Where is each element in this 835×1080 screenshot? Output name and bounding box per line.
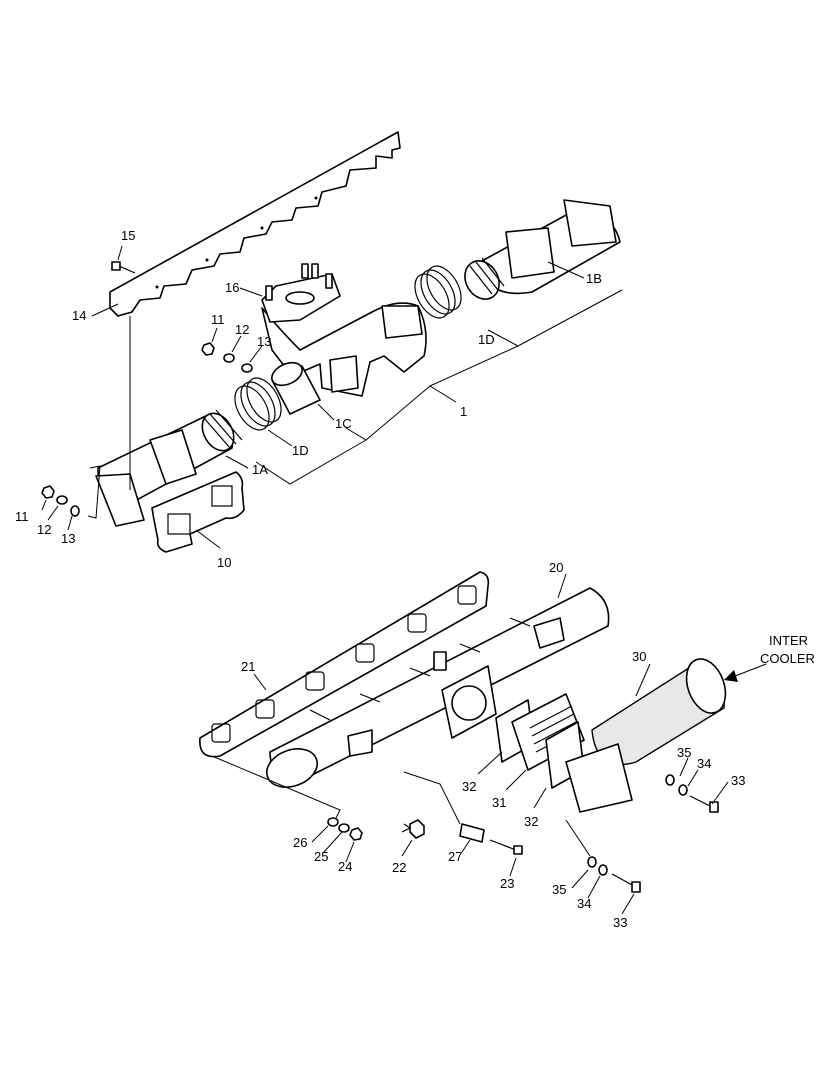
callout-1B: 1B [586, 271, 602, 286]
flange-bolt-set-lower-left [327, 817, 363, 841]
callout-20: 20 [549, 560, 563, 575]
callout-24: 24 [338, 859, 352, 874]
bolt-23 [489, 839, 523, 855]
callout-35-lower: 35 [552, 882, 566, 897]
callout-15: 15 [121, 228, 135, 243]
bolt-set-33-upper [665, 774, 719, 813]
callout-16: 16 [225, 280, 239, 295]
callout-1D-left: 1D [292, 443, 309, 458]
callout-labels: 15 16 14 11 12 13 1B 1D 1 1C 1D 1A 11 12… [15, 228, 815, 930]
heat-shield [109, 131, 401, 317]
callout-1: 1 [460, 404, 467, 419]
callout-11-left: 11 [15, 509, 29, 524]
callout-22: 22 [392, 860, 406, 875]
callout-12-left: 12 [37, 522, 51, 537]
shield-bolt [111, 261, 136, 274]
spacer-sleeve [459, 823, 485, 843]
leader-lines-lower [211, 573, 729, 915]
callout-32-lower: 32 [524, 814, 538, 829]
manifold-gasket [151, 471, 245, 553]
callout-14: 14 [72, 308, 86, 323]
callout-25: 25 [314, 849, 328, 864]
callout-21: 21 [241, 659, 255, 674]
callout-23: 23 [500, 876, 514, 891]
callout-33-lower: 33 [613, 915, 627, 930]
hex-bolt-22 [401, 819, 425, 839]
note-inter: INTER [769, 633, 808, 648]
callout-34-upper: 34 [697, 756, 711, 771]
intake-gasket [199, 571, 490, 758]
intake-manifold [266, 587, 610, 788]
callout-32-upper: 32 [462, 779, 476, 794]
callout-12-center: 12 [235, 322, 249, 337]
note-cooler: COOLER [760, 651, 815, 666]
callout-1D-right: 1D [478, 332, 495, 347]
left-manifold [95, 409, 243, 527]
right-manifold [464, 199, 621, 300]
intercooler-pipe [565, 658, 727, 813]
seal-ring-right [414, 265, 462, 319]
callout-10: 10 [217, 555, 231, 570]
callout-35-upper: 35 [677, 745, 691, 760]
callout-1A: 1A [252, 462, 268, 477]
bolt-set-33-lower [587, 856, 641, 893]
callout-31: 31 [492, 795, 506, 810]
callout-13-left: 13 [61, 531, 75, 546]
callout-34-lower: 34 [577, 896, 591, 911]
callout-30: 30 [632, 649, 646, 664]
callout-13-center: 13 [257, 334, 271, 349]
seal-ring-left [234, 377, 282, 431]
callout-26: 26 [293, 835, 307, 850]
callout-1C: 1C [335, 416, 352, 431]
center-manifold [261, 263, 427, 397]
manifold-sleeve [271, 361, 321, 415]
callout-27: 27 [448, 849, 462, 864]
callout-11-center: 11 [211, 312, 225, 327]
intake-flange [441, 665, 497, 739]
nut-washer-set-left [41, 485, 80, 517]
grid-heater [511, 693, 585, 771]
callout-33-upper: 33 [731, 773, 745, 788]
leader-lines-upper [41, 245, 623, 549]
intercooler-arrow-icon [724, 663, 767, 682]
nut-washer-set-center [201, 342, 253, 373]
